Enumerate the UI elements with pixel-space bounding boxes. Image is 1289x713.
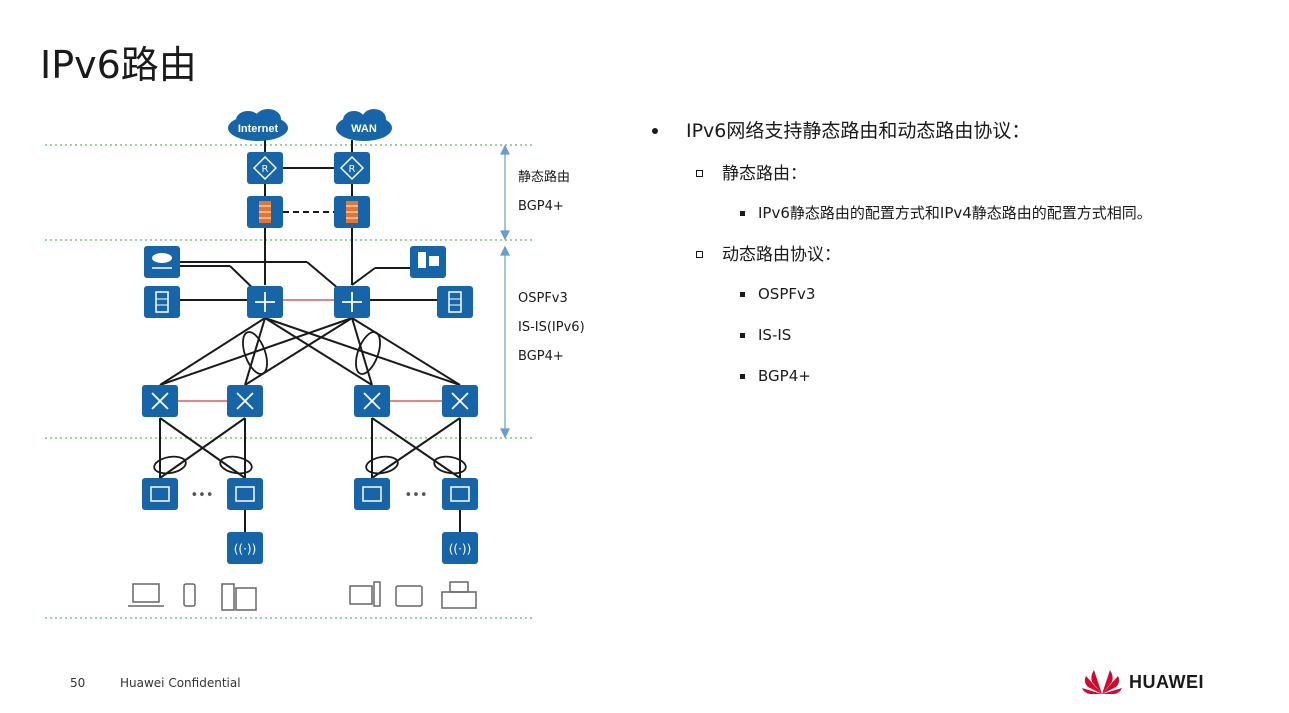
aggregation-switch-icon [142, 385, 178, 417]
svg-text:((·)): ((·)) [449, 542, 472, 556]
confidential-label: Huawei Confidential [120, 676, 241, 690]
zone2-label-isis: IS-IS(IPv6) [518, 320, 585, 335]
sub-static: 静态路由： [650, 162, 1270, 186]
item-static-config: IPv6静态路由的配置方式和IPv4静态路由的配置方式相同。 [650, 202, 1270, 224]
svg-text:WAN: WAN [351, 123, 377, 135]
ip-phone-icon [221, 583, 257, 611]
svg-text:R: R [262, 164, 269, 175]
wireless-ap-icon: ((·)) [442, 532, 478, 564]
zone1-label-bgp: BGP4+ [518, 199, 564, 214]
core-red-links [178, 299, 442, 402]
core-switch-icon [247, 286, 283, 318]
ellipsis-right: ••• [404, 488, 427, 503]
firewall-icon [247, 196, 283, 228]
laptop-icon [128, 583, 164, 607]
svg-text:((·)): ((·)) [234, 542, 257, 556]
aggregation-switch-icon [354, 385, 390, 417]
svg-text:Internet: Internet [238, 123, 279, 135]
page-number: 50 [70, 676, 86, 690]
printer-icon [441, 581, 477, 609]
access-switch-icon [354, 478, 390, 510]
cloud-wan: WAN [336, 109, 392, 141]
sub-dynamic: 动态路由协议： [650, 243, 1270, 267]
ellipsis-left: ••• [190, 488, 213, 503]
network-diagram: Internet WAN R R [45, 109, 585, 619]
zone2-label-bgp: BGP4+ [518, 349, 564, 364]
gateway-icon [144, 286, 180, 318]
cloud-internet: Internet [228, 109, 288, 141]
brand-name: HUAWEI [1129, 672, 1204, 692]
access-switch-icon [442, 478, 478, 510]
zone-arrows [500, 144, 510, 439]
router-icon: R [247, 152, 283, 184]
gateway-icon [437, 286, 473, 318]
zone-boundaries [45, 144, 535, 619]
access-switch-icon [227, 478, 263, 510]
aggregation-switch-icon [442, 385, 478, 417]
wireless-ap-icon: ((·)) [227, 532, 263, 564]
item-bgp: BGP4+ [650, 365, 1270, 387]
svg-text:R: R [349, 164, 356, 175]
zone2-label-ospf: OSPFv3 [518, 291, 568, 306]
router-icon: R [334, 152, 370, 184]
links [159, 140, 461, 532]
item-ospfv3: OSPFv3 [650, 283, 1270, 305]
terminals [128, 581, 477, 611]
zone1-label-static: 静态路由 [518, 169, 570, 185]
desktop-icon [349, 581, 381, 607]
access-switch-icon [142, 478, 178, 510]
firewall-icon [334, 196, 370, 228]
slide-title: IPv6路由 [40, 43, 197, 87]
item-isis: IS-IS [650, 324, 1270, 346]
aggregation-switch-icon [227, 385, 263, 417]
phone-icon [183, 583, 196, 607]
core-switch-icon [334, 286, 370, 318]
huawei-logo-icon [1082, 670, 1122, 694]
tablet-icon [395, 585, 423, 607]
server-cluster-icon [410, 246, 446, 278]
bullet-main: IPv6网络支持静态路由和动态路由协议： [650, 118, 1270, 144]
content-bullets: IPv6网络支持静态路由和动态路由协议： 静态路由： IPv6静态路由的配置方式… [650, 118, 1270, 406]
cloud-service-icon [144, 246, 180, 278]
lag-ellipses [153, 331, 467, 475]
